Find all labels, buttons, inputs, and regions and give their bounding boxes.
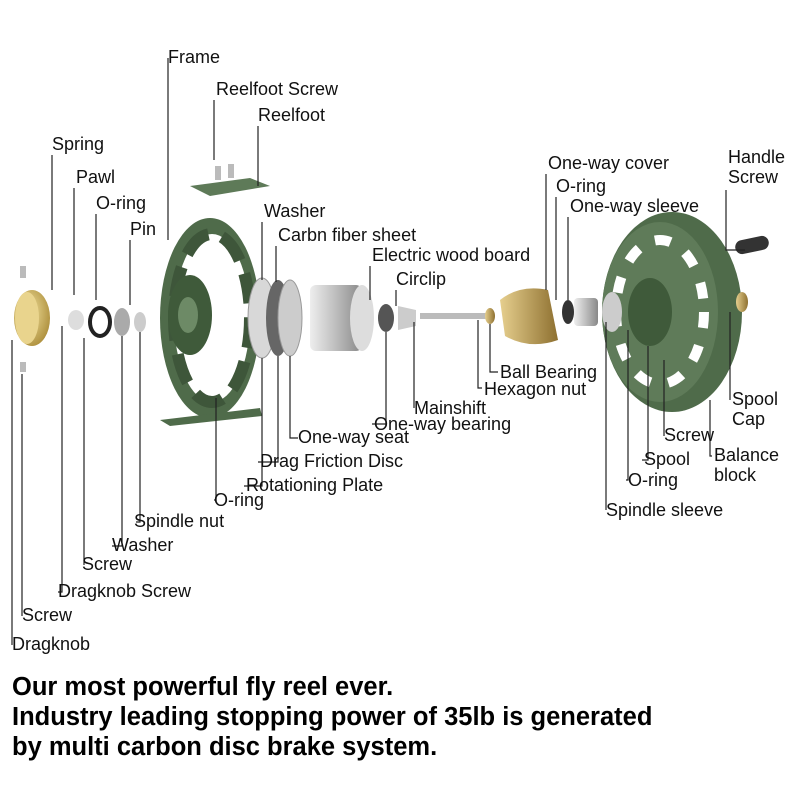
- label-dragknob: Dragknob: [12, 634, 91, 654]
- label-handle-screw-1: Handle: [728, 147, 786, 167]
- label-pin: Pin: [130, 219, 157, 239]
- label-oneway-sleeve: One-way sleeve: [570, 196, 700, 216]
- label-reelfoot-screw: Reelfoot Screw: [216, 79, 339, 99]
- label-screw-1: Screw: [82, 554, 133, 574]
- tagline-line-3: by multi carbon disc brake system.: [12, 733, 438, 761]
- tagline-line-1: Our most powerful fly reel ever.: [12, 673, 394, 701]
- label-handle-screw-2: Screw: [728, 167, 779, 187]
- oring-part: [88, 306, 112, 338]
- label-screw-2: Screw: [22, 605, 73, 625]
- mainshaft-part: [420, 313, 494, 319]
- label-circlip: Circlip: [396, 269, 447, 289]
- reelfoot-part: [190, 178, 270, 196]
- label-wood-board: Electric wood board: [372, 245, 531, 265]
- label-hexagon-nut: Hexagon nut: [484, 379, 587, 399]
- spool-part: [602, 212, 742, 412]
- label-oring-right-top: O-ring: [556, 176, 607, 196]
- label-spool-cap-2: Cap: [732, 409, 766, 429]
- screw-part: [20, 266, 26, 278]
- label-oring-left: O-ring: [96, 193, 147, 213]
- label-drag-disc: Drag Friction Disc: [260, 451, 404, 471]
- label-oring-right-bottom: O-ring: [628, 470, 679, 490]
- label-frame: Frame: [168, 47, 221, 67]
- label-oneway-seat: One-way seat: [298, 427, 410, 447]
- label-mainshift: Mainshift: [414, 398, 487, 418]
- label-oneway-bearing: One-way bearing: [374, 414, 512, 434]
- tagline-line-2: Industry leading stopping power of 35lb …: [12, 703, 653, 731]
- label-oneway-cover: One-way cover: [548, 153, 670, 173]
- label-ball-bearing: Ball Bearing: [500, 362, 598, 382]
- oneway-cover-part: [500, 288, 558, 345]
- dragknob-part: [14, 290, 50, 346]
- label-spindle-nut: Spindle nut: [134, 511, 225, 531]
- label-spindle-sleeve: Spindle sleeve: [606, 500, 724, 520]
- handle-part: [735, 235, 769, 255]
- label-spring: Spring: [52, 134, 105, 154]
- label-spool-cap-1: Spool: [732, 389, 779, 409]
- frame-part: [160, 218, 262, 426]
- oneway-seat-part: [310, 285, 374, 351]
- label-spool: Spool: [644, 449, 691, 469]
- label-reelfoot: Reelfoot: [258, 105, 326, 125]
- leader-lines: [11, 58, 745, 645]
- label-carbon-sheet: Carbn fiber sheet: [278, 225, 417, 245]
- label-screw-right: Screw: [664, 425, 715, 445]
- label-balance-2: block: [714, 465, 757, 485]
- label-dragknob-screw: Dragknob Screw: [58, 581, 192, 601]
- label-oring-mid: O-ring: [214, 490, 265, 510]
- label-washer-bottom: Washer: [112, 535, 174, 555]
- label-rotationing-plate: Rotationing Plate: [246, 475, 384, 495]
- label-washer-top: Washer: [264, 201, 326, 221]
- label-balance-1: Balance: [714, 445, 780, 465]
- label-pawl: Pawl: [76, 167, 116, 187]
